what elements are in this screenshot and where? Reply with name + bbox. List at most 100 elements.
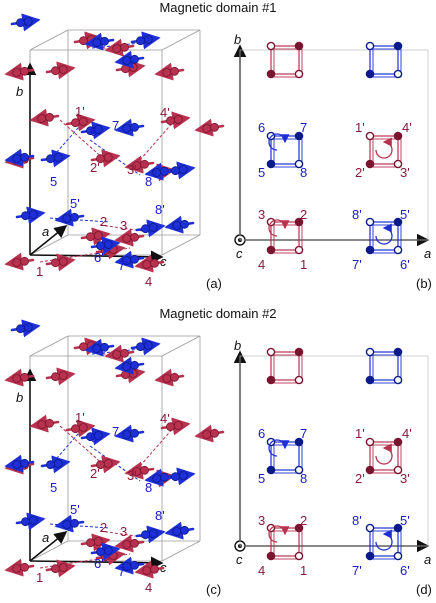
bottom-right-atom bbox=[393, 523, 403, 533]
bottom-left-label: 3 bbox=[258, 513, 265, 528]
middle-left-label: 5 bbox=[258, 471, 265, 486]
blue-spin-sphere bbox=[172, 527, 182, 536]
blue-spin-sphere bbox=[180, 219, 189, 229]
red-spin-sphere bbox=[51, 564, 60, 574]
a-axis-arrow bbox=[29, 530, 68, 562]
top-left-atom bbox=[294, 69, 304, 79]
a-axis-label: a bbox=[42, 530, 49, 545]
red-atom-label: 3' bbox=[127, 468, 137, 483]
red-atom-label: 3 bbox=[120, 218, 127, 233]
red-spin-sphere bbox=[51, 372, 60, 382]
red-spin-sphere bbox=[170, 372, 179, 382]
blue-atom-label: 8 bbox=[145, 480, 152, 495]
bottom-left-rotation-icon bbox=[268, 219, 290, 237]
middle-right-rotation-icon bbox=[375, 443, 393, 465]
blue-spin-sphere bbox=[141, 224, 150, 234]
red-spin-sphere bbox=[202, 430, 212, 439]
red-spin-sphere bbox=[132, 467, 142, 476]
blue-spin-sphere bbox=[122, 256, 132, 265]
bottom-right-atom bbox=[365, 523, 375, 533]
bottom-right-square bbox=[369, 221, 399, 251]
bottom-left-atom bbox=[266, 245, 276, 255]
blue-atom-label: 5 bbox=[50, 480, 57, 495]
blue-spin-sphere bbox=[62, 214, 72, 223]
red-atom-label: 4 bbox=[145, 274, 152, 289]
red-atom-label: 1 bbox=[36, 264, 43, 279]
top-left-atom bbox=[266, 347, 276, 357]
bottom-left-label: 4 bbox=[258, 563, 265, 578]
middle-left-label: 5 bbox=[258, 165, 265, 180]
blue-atom-label: 6' bbox=[94, 250, 104, 265]
blue-spin-sphere bbox=[180, 525, 189, 535]
red-spin-sphere bbox=[112, 350, 122, 359]
blue-spin-sphere bbox=[53, 153, 63, 162]
blue-spin-sphere bbox=[20, 152, 29, 162]
top-right-atom bbox=[393, 69, 403, 79]
blue-spin-sphere bbox=[93, 125, 103, 134]
red-spin-sphere bbox=[142, 566, 152, 575]
blue-spin-sphere bbox=[152, 168, 162, 177]
red-spin-sphere bbox=[12, 68, 22, 77]
bond-dashed bbox=[139, 425, 176, 467]
bottom-left-label: 1 bbox=[300, 257, 307, 272]
cell-edge bbox=[29, 335, 69, 357]
bottom-right-label: 7' bbox=[352, 257, 362, 272]
bond-dashed bbox=[139, 119, 176, 161]
red-spin-sphere bbox=[142, 260, 152, 269]
cell-frame bbox=[239, 355, 429, 547]
domain-title: Magnetic domain #2 bbox=[159, 306, 276, 321]
blue-atom-label: 6 bbox=[90, 430, 97, 445]
middle-right-label: 3' bbox=[400, 471, 410, 486]
red-spin-sphere bbox=[45, 112, 54, 122]
blue-spin-sphere bbox=[148, 223, 158, 232]
blue-spin-sphere bbox=[103, 240, 113, 249]
cell-edge bbox=[161, 29, 201, 51]
cell-edge bbox=[161, 540, 201, 562]
top-left-atom bbox=[294, 347, 304, 357]
top-right-atom bbox=[393, 41, 403, 51]
red-atom-label: 4 bbox=[145, 580, 152, 595]
red-atom-label: 2 bbox=[100, 520, 107, 535]
blue-spin-sphere bbox=[92, 38, 102, 47]
blue-spin-sphere bbox=[70, 212, 79, 222]
red-spin-sphere bbox=[202, 124, 212, 133]
cell-edge bbox=[29, 234, 69, 256]
panel-label: (d) bbox=[416, 582, 432, 597]
red-spin-sphere bbox=[150, 258, 159, 268]
red-spin-sphere bbox=[120, 348, 129, 358]
middle-right-atom bbox=[365, 159, 375, 169]
blue-spin-sphere bbox=[178, 165, 188, 174]
red-spin-sphere bbox=[71, 424, 80, 434]
bottom-left-atom bbox=[266, 551, 276, 561]
panel-label: (c) bbox=[206, 582, 221, 597]
red-spin-sphere bbox=[58, 65, 68, 74]
red-spin-sphere bbox=[12, 564, 22, 573]
red-spin-sphere bbox=[173, 115, 183, 124]
bottom-right-atom bbox=[393, 217, 403, 227]
blue-spin-sphere bbox=[92, 344, 102, 353]
red-spin-sphere bbox=[71, 118, 80, 128]
top-left-square-shadow bbox=[273, 354, 303, 384]
blue-spin-sphere bbox=[143, 35, 153, 44]
top-left-atom bbox=[266, 69, 276, 79]
middle-left-atom bbox=[266, 465, 276, 475]
blue-atom-label: 5' bbox=[70, 502, 80, 517]
a-axis-label: a bbox=[42, 224, 49, 239]
a-axis-arrow bbox=[29, 224, 68, 256]
middle-left-label: 6 bbox=[258, 120, 265, 135]
blue-spin-sphere bbox=[122, 430, 132, 439]
middle-right-label: 2' bbox=[355, 471, 365, 486]
c-axis-label: c bbox=[236, 552, 243, 567]
red-spin-sphere bbox=[112, 44, 122, 53]
middle-left-atom bbox=[294, 159, 304, 169]
red-spin-sphere bbox=[93, 231, 103, 240]
middle-right-atom bbox=[365, 131, 375, 141]
red-spin-sphere bbox=[78, 117, 88, 126]
bottom-right-atom bbox=[365, 551, 375, 561]
top-right-square-shadow bbox=[372, 48, 402, 78]
red-spin-sphere bbox=[37, 114, 47, 123]
blue-atom-label: 5' bbox=[70, 196, 80, 211]
blue-spin-sphere bbox=[141, 530, 150, 540]
